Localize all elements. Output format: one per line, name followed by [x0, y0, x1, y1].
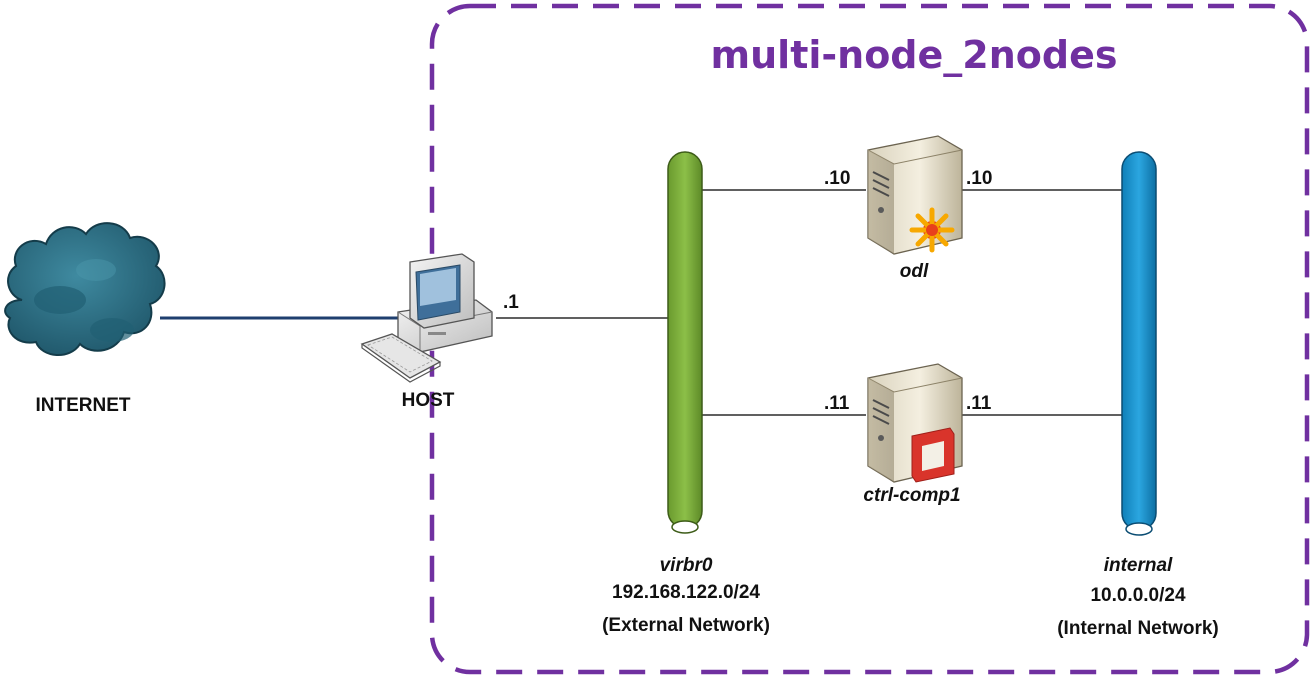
opendaylight-icon: [909, 207, 955, 253]
ctrl-comp1-label: ctrl-comp1: [863, 485, 960, 506]
internal-network-name: internal: [1104, 555, 1173, 576]
internal-network-cidr: 10.0.0.0/24: [1090, 585, 1186, 606]
ctrl-comp1-internal-ip: .11: [966, 393, 992, 414]
diagram-title: multi-node_2nodes: [711, 33, 1118, 77]
desktop-computer-icon: [360, 253, 493, 383]
server-icon: [867, 135, 963, 255]
external-network-name: virbr0: [660, 555, 713, 576]
openstack-icon: [911, 427, 955, 483]
cloud-icon: [4, 222, 166, 357]
ctrl-comp1-external-ip: .11: [824, 393, 850, 414]
host-address: .1: [503, 292, 519, 313]
odl-internal-ip: .10: [966, 168, 992, 189]
odl-external-ip: .10: [824, 168, 850, 189]
environment-frame: [429, 3, 1310, 675]
host-label: HOST: [402, 390, 455, 411]
odl-label: odl: [900, 261, 929, 282]
internet-label: INTERNET: [36, 395, 131, 416]
external-network-cidr: 192.168.122.0/24: [612, 582, 760, 603]
external-network-bus: [667, 151, 703, 534]
internal-network-description: (Internal Network): [1057, 618, 1219, 639]
external-network-description: (External Network): [602, 615, 770, 636]
internal-network-bus: [1121, 151, 1157, 536]
